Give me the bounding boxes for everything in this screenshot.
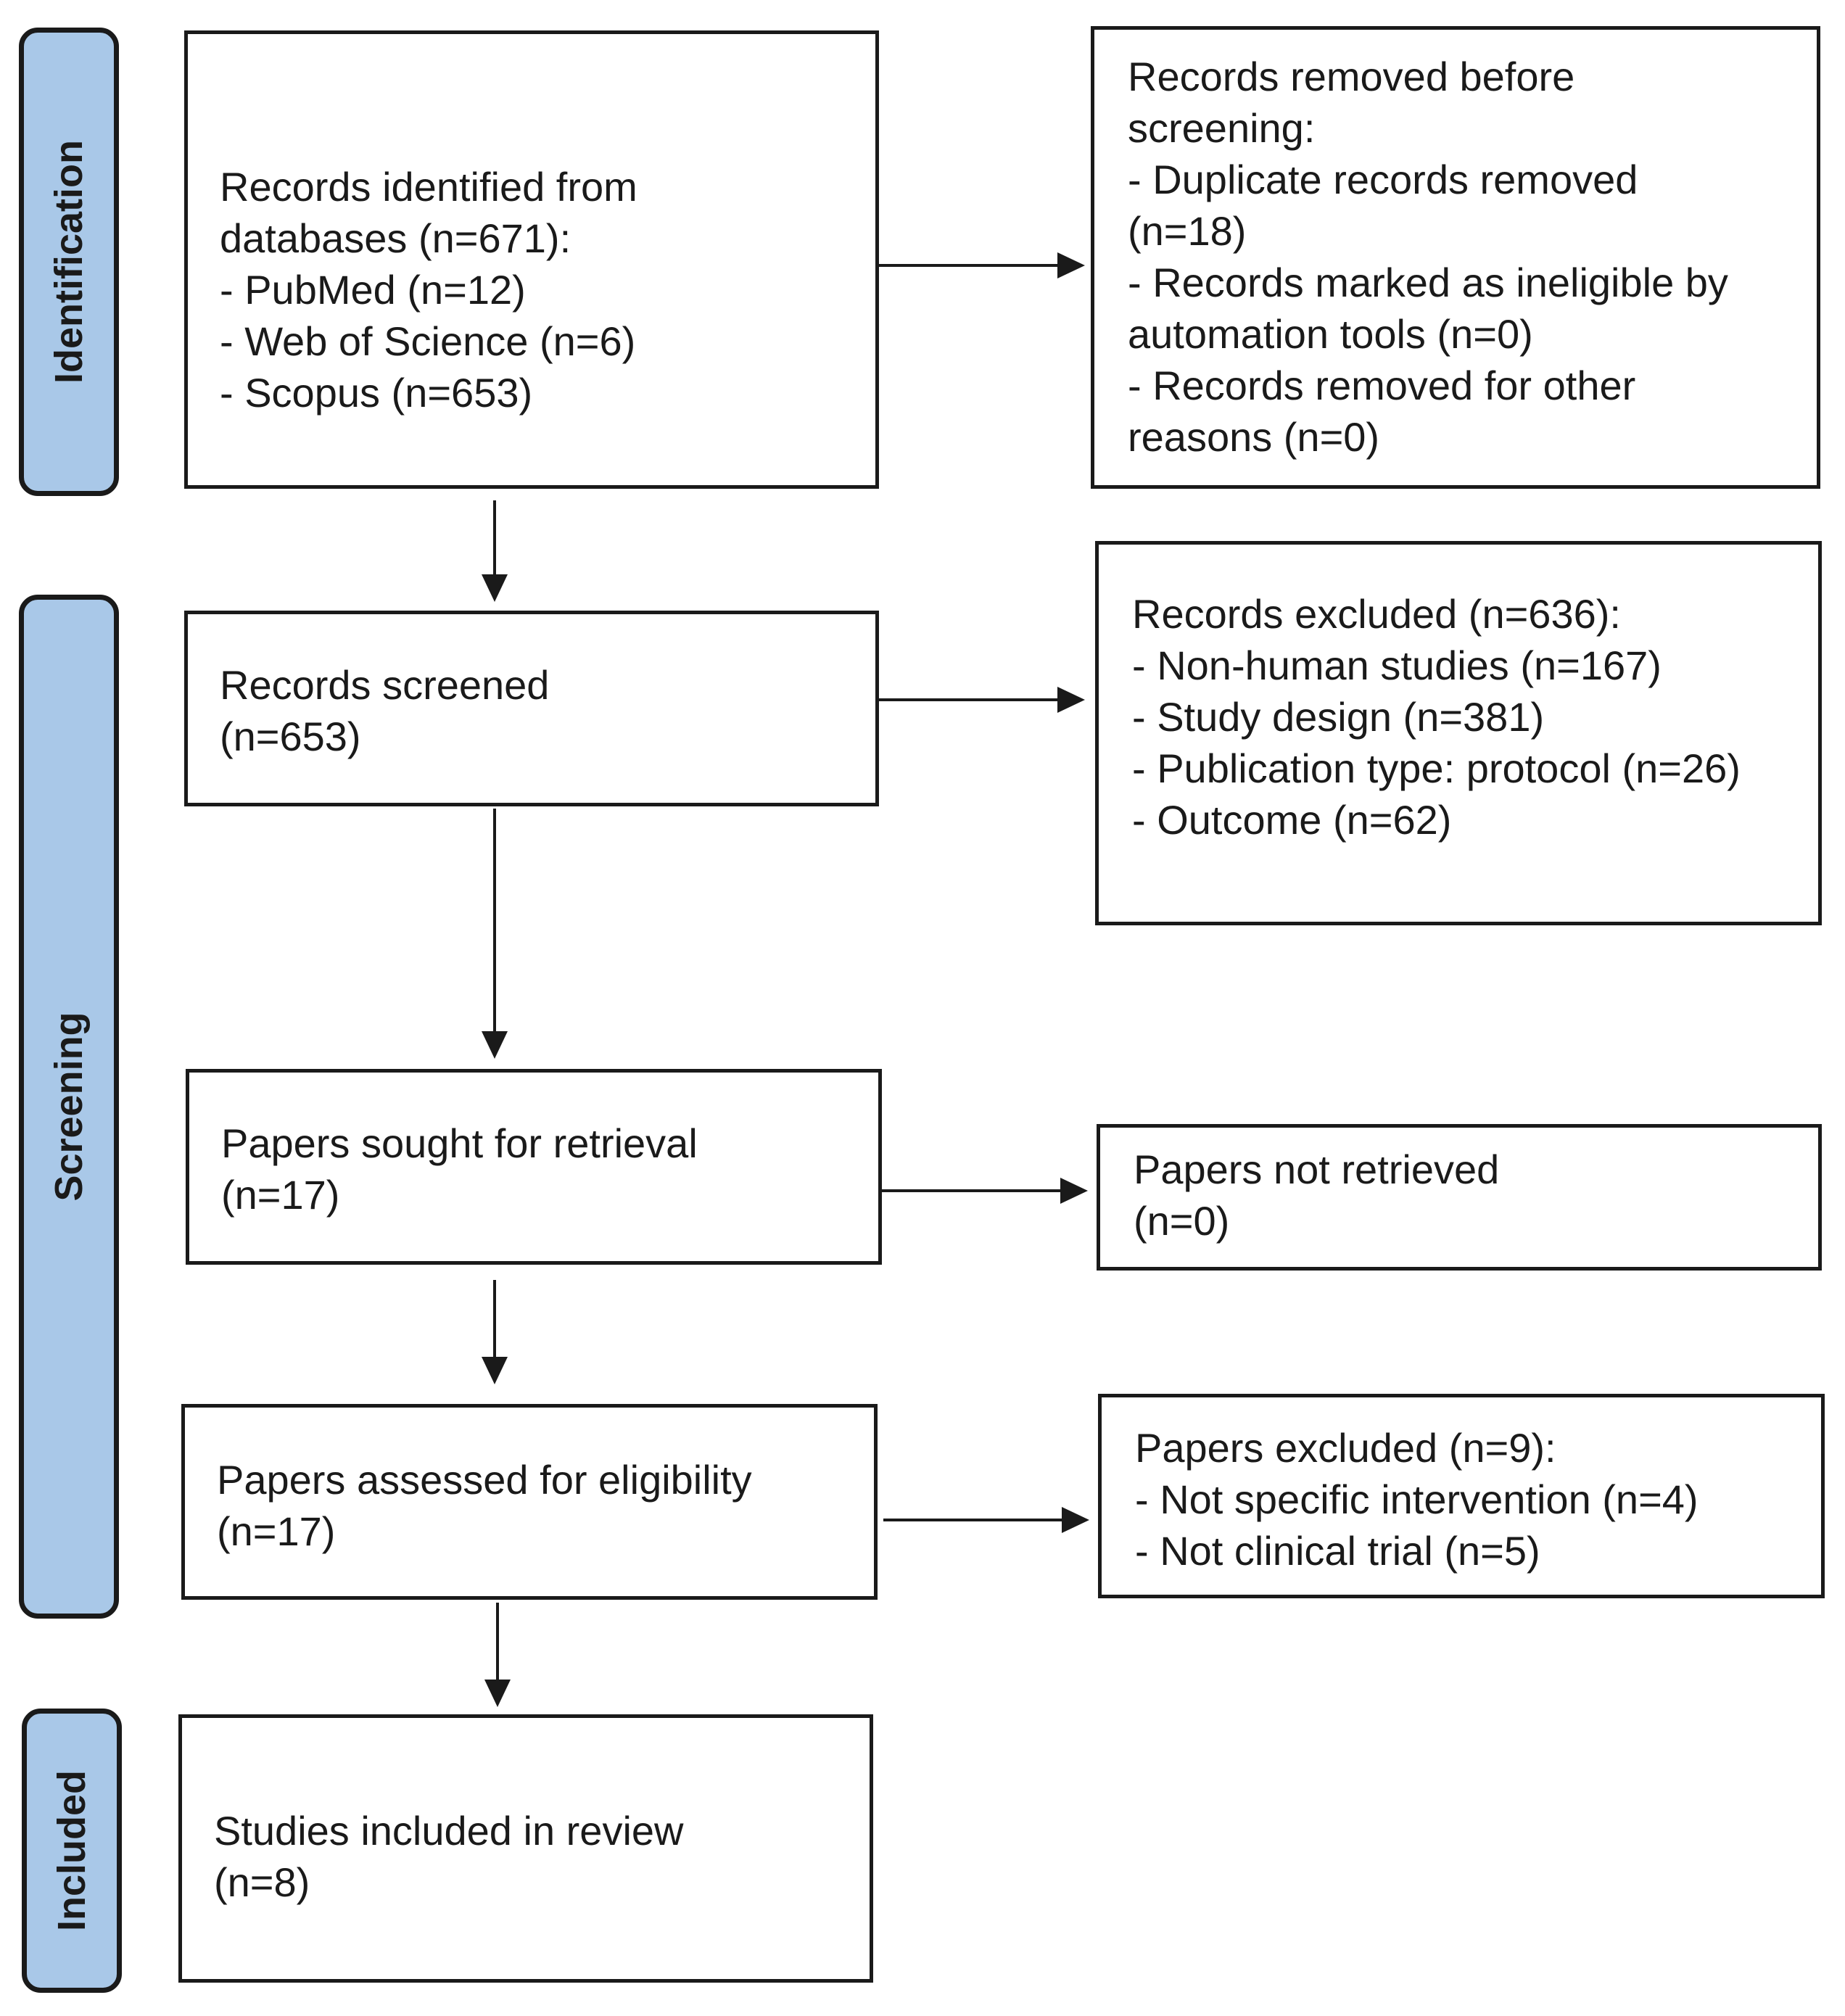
box-line: - Duplicate records removed xyxy=(1128,157,1638,202)
box-records-screened: Records screened (n=653) xyxy=(184,611,879,806)
stage-included: Included xyxy=(22,1709,122,1993)
box-line: - Web of Science (n=6) xyxy=(220,318,636,364)
box-line: - Records removed for other xyxy=(1128,363,1636,408)
box-records-removed: Records removed before screening: - Dupl… xyxy=(1091,26,1820,489)
box-line: (n=653) xyxy=(220,714,361,759)
box-line: Records identified from xyxy=(220,164,637,210)
box-line: - Records marked as ineligible by xyxy=(1128,260,1728,305)
arrowhead xyxy=(1062,1507,1089,1533)
stage-identification: Identification xyxy=(19,28,119,496)
arrowhead xyxy=(1057,687,1085,713)
box-line: Papers assessed for eligibility xyxy=(217,1457,752,1503)
arrowhead xyxy=(1060,1178,1088,1204)
arrowhead xyxy=(1057,252,1085,278)
box-line: (n=8) xyxy=(214,1859,310,1905)
stage-screening: Screening xyxy=(19,595,119,1619)
box-papers-sought: Papers sought for retrieval (n=17) xyxy=(186,1069,882,1265)
box-line: (n=18) xyxy=(1128,208,1247,254)
box-line: screening: xyxy=(1128,105,1316,151)
box-line: Records screened xyxy=(220,662,550,708)
box-line: databases (n=671): xyxy=(220,215,571,261)
box-line: - Study design (n=381) xyxy=(1132,694,1545,740)
arrowhead xyxy=(482,1357,508,1384)
box-records-excluded: Records excluded (n=636): - Non-human st… xyxy=(1095,541,1822,925)
box-studies-included: Studies included in review (n=8) xyxy=(178,1714,873,1983)
box-papers-not-retrieved: Papers not retrieved (n=0) xyxy=(1097,1124,1822,1271)
box-line: - Not specific intervention (n=4) xyxy=(1135,1476,1699,1522)
box-line: Papers not retrieved xyxy=(1134,1147,1500,1192)
box-line: - Scopus (n=653) xyxy=(220,370,533,416)
box-line: automation tools (n=0) xyxy=(1128,311,1533,357)
box-line: Records excluded (n=636): xyxy=(1132,591,1621,637)
arrowhead xyxy=(484,1680,511,1707)
box-line: - PubMed (n=12) xyxy=(220,267,526,313)
box-line: - Non-human studies (n=167) xyxy=(1132,643,1662,688)
box-line: (n=17) xyxy=(217,1508,336,1554)
box-line: reasons (n=0) xyxy=(1128,414,1380,460)
box-line: - Publication type: protocol (n=26) xyxy=(1132,745,1741,791)
box-line: (n=17) xyxy=(221,1172,340,1218)
box-line: (n=0) xyxy=(1134,1198,1230,1244)
box-papers-excluded: Papers excluded (n=9): - Not specific in… xyxy=(1098,1394,1825,1598)
box-papers-assessed: Papers assessed for eligibility (n=17) xyxy=(181,1404,878,1600)
arrowhead xyxy=(482,1031,508,1059)
box-records-identified: Records identified from databases (n=671… xyxy=(184,30,879,489)
box-line: - Outcome (n=62) xyxy=(1132,797,1452,843)
arrowhead xyxy=(482,574,508,602)
box-line: - Not clinical trial (n=5) xyxy=(1135,1528,1540,1574)
box-line: Papers excluded (n=9): xyxy=(1135,1425,1556,1471)
box-line: Records removed before xyxy=(1128,54,1575,99)
box-line: Studies included in review xyxy=(214,1808,684,1854)
box-line: Papers sought for retrieval xyxy=(221,1120,698,1166)
